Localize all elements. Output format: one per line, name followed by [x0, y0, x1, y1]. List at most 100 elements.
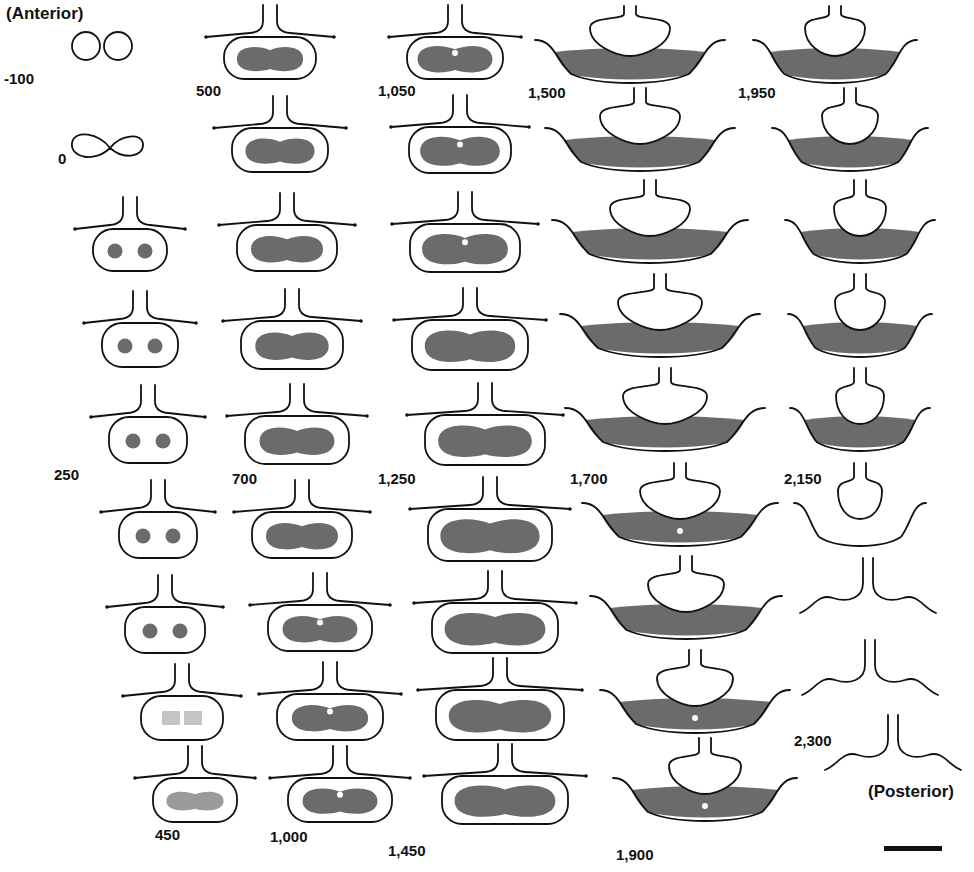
section-drawing: [788, 274, 932, 357]
arm-end: [204, 35, 208, 39]
stalk-line: [472, 192, 538, 224]
section-outline: [425, 415, 545, 465]
arm-end: [365, 414, 369, 418]
dark-core: [126, 434, 141, 449]
section-outline: [442, 776, 568, 824]
arm-end: [105, 605, 109, 609]
depth-label: 1,450: [388, 842, 426, 859]
direction-label: (Anterior): [6, 4, 83, 24]
section-drawing: [405, 383, 565, 465]
arm-end: [408, 776, 412, 780]
section-outline: [409, 127, 511, 173]
section-outline: [141, 696, 223, 740]
dark-core: [449, 700, 551, 733]
depth-label: 2,150: [784, 470, 822, 487]
section-drawing: [825, 715, 961, 770]
stalk-line: [497, 477, 570, 509]
section-drawing: [535, 6, 725, 83]
depth-label: 500: [196, 82, 221, 99]
dark-core: [156, 434, 171, 449]
arm-end: [221, 605, 225, 609]
flask-outline: [590, 6, 670, 56]
section-outline: [288, 778, 392, 822]
dark-core: [173, 624, 188, 639]
depth-label: 1,900: [616, 846, 654, 863]
arm-end: [392, 318, 396, 322]
dark-core: [283, 616, 358, 642]
section-outline: [277, 694, 383, 740]
dark-core: [303, 789, 378, 814]
arm-end: [257, 692, 261, 696]
section-drawing: [545, 88, 735, 171]
dark-core: [255, 332, 328, 360]
section-drawing: [248, 573, 392, 651]
stalk-line: [91, 385, 141, 417]
arm-end: [416, 688, 420, 692]
depth-label: 250: [54, 466, 79, 483]
stalk-line: [424, 744, 498, 776]
arm-end: [217, 223, 221, 227]
depth-label: 0: [58, 150, 66, 167]
stalk-line: [507, 658, 582, 690]
light-core: [166, 792, 223, 811]
section-drawing: [99, 480, 217, 558]
dark-core: [292, 705, 368, 731]
arm-end: [73, 227, 77, 231]
white-canal: [452, 50, 458, 56]
arm-end: [253, 776, 257, 780]
arm-end: [405, 413, 409, 417]
dark-core: [266, 523, 338, 549]
dark-core: [422, 234, 508, 264]
stalk-line: [392, 192, 458, 224]
dark-core: [438, 425, 532, 457]
depth-label: 1,000: [270, 828, 308, 845]
light-core: [162, 711, 180, 725]
dark-core: [445, 613, 546, 646]
section-outline: [93, 229, 167, 271]
flask-outline: [836, 368, 884, 424]
stalk-line: [189, 664, 241, 696]
stalk-line: [250, 573, 313, 605]
stalk-line: [391, 95, 453, 127]
dark-core: [418, 46, 493, 73]
section-drawing: [800, 558, 936, 613]
stalk-line: [898, 715, 961, 770]
section-drawing: [390, 192, 540, 272]
stalk-line: [287, 96, 346, 128]
section-drawing: [613, 738, 797, 821]
stalk-line: [309, 480, 370, 512]
section-drawing: [600, 650, 790, 733]
arm-end: [82, 321, 86, 325]
stalk-line: [107, 575, 158, 607]
arm-end: [519, 35, 523, 39]
stalk-line: [477, 288, 546, 320]
dark-core: [251, 236, 323, 262]
section-drawing: [217, 193, 357, 271]
section-drawing: [552, 180, 748, 263]
section-drawing: [392, 288, 548, 370]
stalk-line: [327, 573, 390, 605]
arm-end: [203, 415, 207, 419]
depth-label: 1,250: [378, 470, 416, 487]
stalk-line: [155, 385, 205, 417]
stalk-line: [294, 193, 355, 225]
white-canal: [327, 708, 333, 714]
section-drawing: [212, 96, 348, 172]
stalk-line: [502, 571, 576, 603]
section-drawing: [582, 463, 778, 546]
section-drawing: [753, 6, 917, 83]
flask-outline: [648, 556, 724, 612]
arm-end: [544, 318, 548, 322]
stalk-line: [123, 664, 175, 696]
section-drawing: [772, 88, 928, 171]
section-outline: [268, 605, 372, 651]
stalk-line: [414, 571, 488, 603]
depth-label: 1,700: [570, 470, 608, 487]
stalk-line: [101, 480, 151, 512]
stalk-line: [492, 383, 563, 415]
arm-end: [183, 227, 187, 231]
dark-core: [138, 244, 153, 259]
stalk-line: [418, 658, 493, 690]
